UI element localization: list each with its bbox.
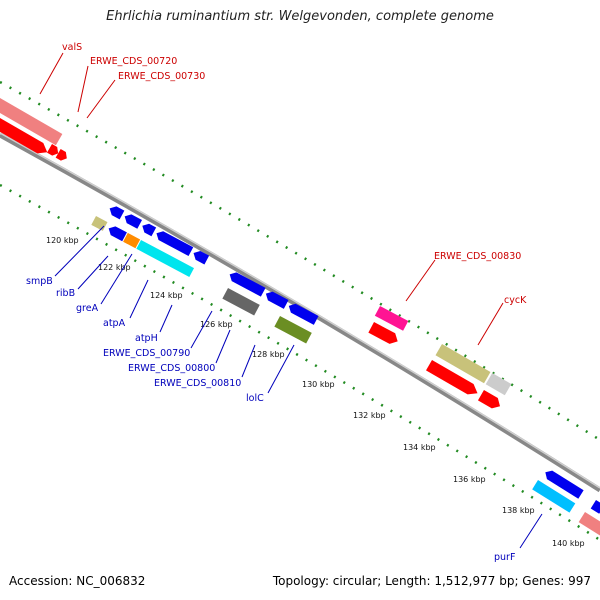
label-greA[interactable]: greA — [76, 303, 99, 314]
accession-text: Accession: NC_006832 — [9, 574, 146, 588]
inner-ruler — [0, 183, 600, 542]
leader-ERWE_CDS_00830 — [405, 259, 436, 302]
leader-ERWE_CDS_00800 — [215, 329, 231, 364]
map-title: Ehrlichia ruminantium str. Welgevonden, … — [106, 9, 494, 24]
gene-valS[interactable] — [0, 98, 63, 146]
tick-128: 128 kbp — [252, 350, 285, 359]
leader-atpH — [159, 304, 173, 333]
gene-ERWE_CDS_00800[interactable] — [222, 288, 260, 316]
leader-ribB — [77, 255, 109, 290]
label-ERWE_CDS_00730[interactable]: ERWE_CDS_00730 — [118, 71, 205, 82]
leader-ERWE_CDS_00730 — [86, 79, 116, 119]
leader-greA — [100, 253, 133, 305]
tick-122: 122 kbp — [98, 263, 131, 272]
gene-ERWE_CDS_00730[interactable] — [47, 144, 69, 163]
tick-136: 136 kbp — [453, 475, 486, 484]
gene-ERWE_CDS_00830-b[interactable] — [368, 322, 400, 347]
label-ERWE_CDS_00810[interactable]: ERWE_CDS_00810 — [154, 378, 241, 389]
tick-138: 138 kbp — [502, 506, 535, 515]
gene-cluster-atp[interactable] — [91, 216, 195, 277]
gene-cluster-00790[interactable] — [227, 270, 319, 325]
label-ERWE_CDS_00800[interactable]: ERWE_CDS_00800 — [128, 363, 215, 374]
leader-valS — [39, 52, 64, 95]
gene-edge-pink[interactable] — [578, 511, 600, 539]
gene-lolC[interactable] — [274, 316, 312, 344]
label-purF[interactable]: purF — [494, 552, 515, 563]
leader-ERWE_CDS_00720 — [77, 65, 89, 113]
label-smpB[interactable]: smpB — [26, 276, 53, 287]
genome-backbone-highlight — [0, 132, 600, 489]
leader-cycK — [477, 302, 504, 346]
genome-summary-text: Topology: circular; Length: 1,512,977 bp… — [272, 574, 591, 588]
label-lolC[interactable]: lolC — [246, 393, 264, 404]
tick-120: 120 kbp — [46, 236, 79, 245]
label-ERWE_CDS_00790[interactable]: ERWE_CDS_00790 — [103, 348, 190, 359]
tick-134: 134 kbp — [403, 443, 436, 452]
tick-132: 132 kbp — [353, 411, 386, 420]
gene-purF-lower[interactable] — [532, 480, 576, 513]
gene-purF[interactable] — [543, 468, 584, 499]
tick-130: 130 kbp — [302, 380, 335, 389]
tick-140: 140 kbp — [552, 539, 585, 548]
tick-124: 124 kbp — [150, 291, 183, 300]
label-atpH[interactable]: atpH — [135, 333, 158, 344]
label-ribB[interactable]: ribB — [56, 288, 75, 299]
leader-smpB — [54, 225, 105, 277]
label-atpA[interactable]: atpA — [103, 318, 126, 329]
gene-ERWE_CDS_00830[interactable] — [374, 306, 409, 331]
label-valS[interactable]: valS — [62, 42, 82, 53]
leader-ERWE_CDS_00810 — [241, 344, 256, 378]
gene-edge-blue[interactable] — [590, 500, 600, 514]
gene-ERWE_CDS_00720[interactable] — [0, 118, 50, 157]
leader-atpA — [129, 279, 149, 319]
label-ERWE_CDS_00720[interactable]: ERWE_CDS_00720 — [90, 56, 177, 67]
gene-cycK-lower[interactable] — [426, 360, 503, 411]
leader-ERWE_CDS_00790 — [190, 310, 213, 349]
gene-cycK[interactable] — [435, 344, 512, 396]
label-cycK[interactable]: cycK — [504, 295, 527, 306]
leader-purF — [519, 513, 543, 549]
tick-126: 126 kbp — [200, 320, 233, 329]
leader-lolC — [267, 344, 295, 394]
gene-cluster-atp-upper[interactable] — [107, 204, 210, 265]
label-ERWE_CDS_00830[interactable]: ERWE_CDS_00830 — [434, 251, 521, 262]
